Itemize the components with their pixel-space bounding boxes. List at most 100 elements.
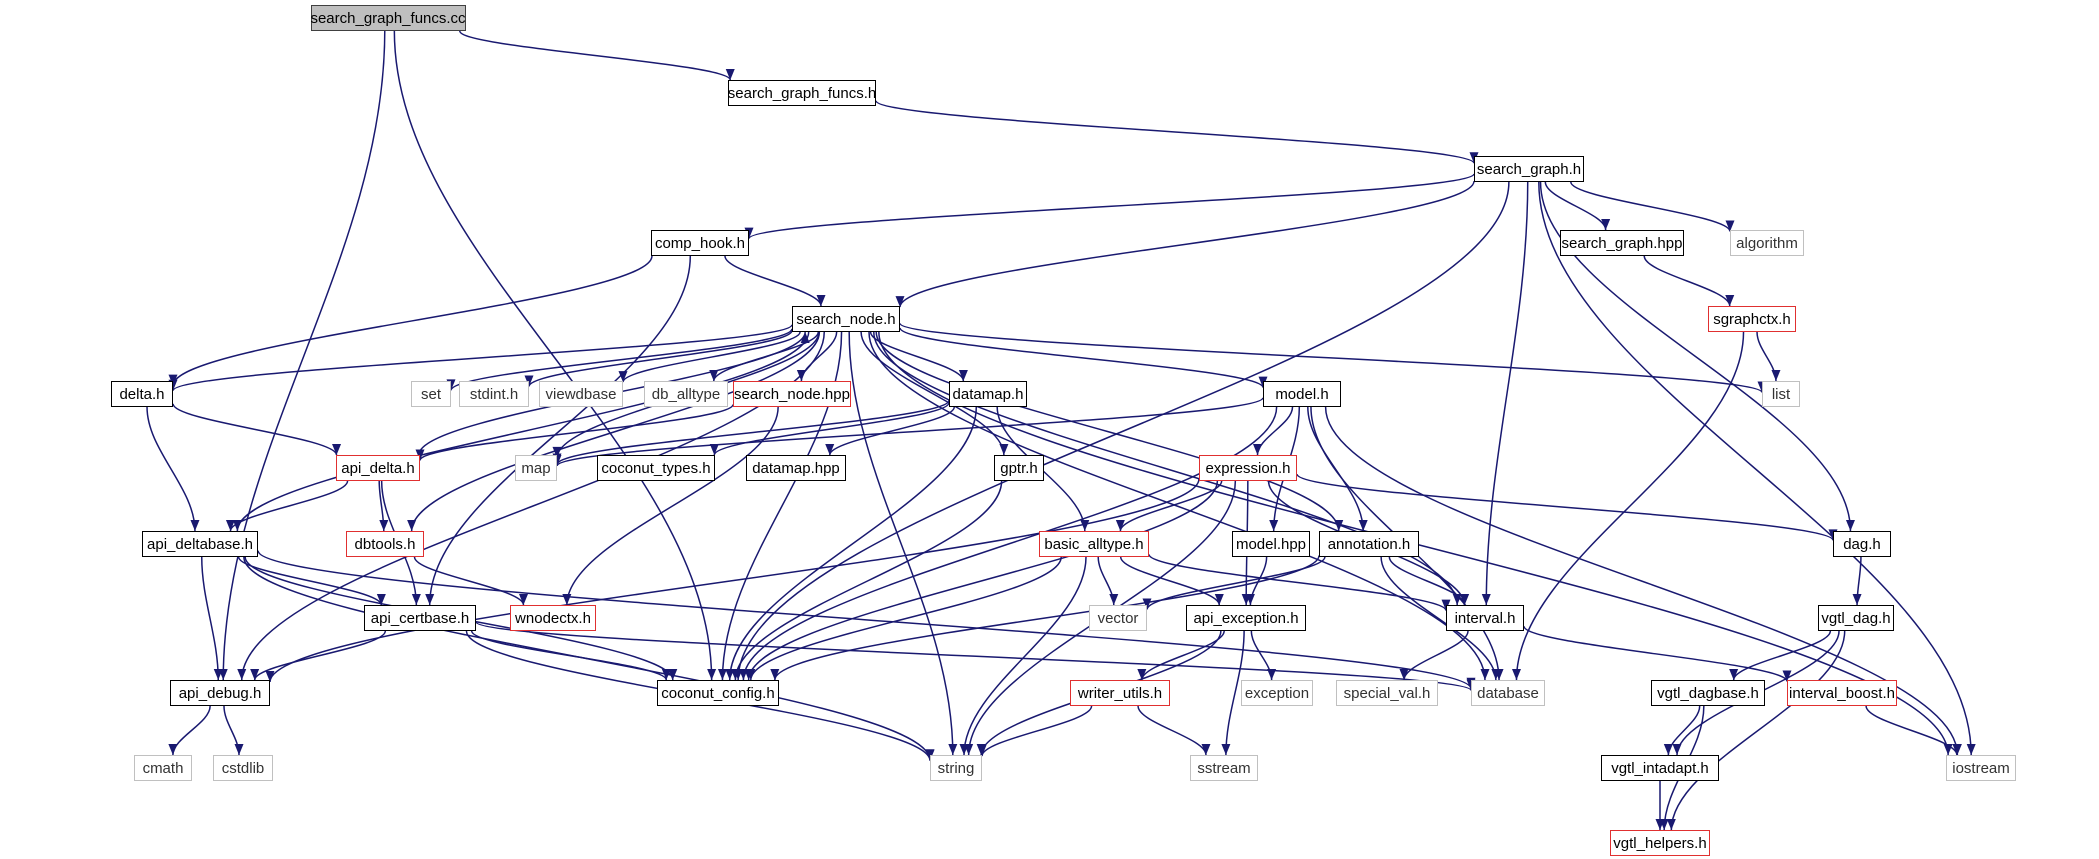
edge-expression-h-to-basic-alltype-h — [1119, 480, 1223, 532]
node-api-debug-h[interactable]: api_debug.h — [170, 680, 270, 706]
edge-arrowhead — [1252, 444, 1262, 455]
edge-arrowhead — [237, 669, 247, 680]
edge-search-graph-h-to-search-graph-hpp — [1544, 181, 1607, 231]
node-model-hpp[interactable]: model.hpp — [1232, 531, 1310, 557]
node-delta-h[interactable]: delta.h — [111, 381, 173, 407]
node-search-node-hpp[interactable]: search_node.hpp — [733, 381, 851, 407]
edge-comp-hook-h-to-search-node-h — [724, 255, 822, 307]
edge-arrowhead — [407, 520, 417, 531]
node-search-node-h[interactable]: search_node.h — [792, 306, 900, 332]
node-sstream: sstream — [1190, 755, 1258, 781]
edge-api-certbase-h-to-api-debug-h — [253, 630, 387, 681]
node-api-deltabase-h[interactable]: api_deltabase.h — [142, 531, 258, 557]
edge-search-node-h-to-api-deltabase-h — [236, 331, 810, 532]
edge-writer-utils-h-to-string — [981, 705, 1093, 757]
edge-arrowhead — [1511, 669, 1521, 680]
node-exception: exception — [1241, 680, 1313, 706]
node-datamap-hpp[interactable]: datamap.hpp — [746, 455, 846, 481]
node-set: set — [411, 381, 451, 407]
edge-api-exception-h-to-exception — [1250, 630, 1273, 681]
node-interval-h[interactable]: interval.h — [1446, 605, 1524, 631]
edge-delta-h-to-api-deltabase-h — [146, 406, 196, 532]
node-api-certbase-h[interactable]: api_certbase.h — [364, 605, 476, 631]
edge-search-node-h-to-datamap-h — [869, 331, 965, 382]
node-api-delta-h[interactable]: api_delta.h — [336, 455, 420, 481]
node-search-graph-funcs-h[interactable]: search_graph_funcs.h — [728, 80, 876, 106]
edge-arrowhead — [168, 744, 178, 755]
edge-datamap-h-to-coconut-config-h — [728, 406, 978, 681]
edge-arrowhead — [1358, 520, 1368, 531]
edge-arrowhead — [1269, 520, 1279, 531]
edge-arrowhead — [1115, 520, 1125, 531]
node-list: list — [1762, 381, 1800, 407]
edge-vgtl-dagbase-h-to-vgtl-intadapt-h — [1667, 705, 1701, 756]
edge-gptr-h-to-coconut-config-h — [734, 480, 1003, 681]
edge-expression-h-to-dag-h — [1296, 473, 1834, 542]
edge-arrowhead — [1845, 520, 1855, 531]
edge-annotation-h-to-database — [1380, 556, 1497, 681]
edge-search-graph-funcs-cc-to-coconut-config-h — [393, 30, 713, 681]
edge-comp-hook-h-to-api-certbase-h — [428, 255, 692, 606]
edge-search-node-hpp-to-wnodectx-h — [566, 406, 779, 606]
edge-arrowhead — [1782, 670, 1792, 682]
edge-search-graph-funcs-h-to-search-graph-h — [875, 100, 1475, 164]
node-database: database — [1471, 680, 1545, 706]
node-vgtl-helpers-h[interactable]: vgtl_helpers.h — [1610, 830, 1710, 856]
edge-arrowhead — [618, 371, 628, 383]
edge-arrowhead — [717, 669, 727, 680]
edge-arrowhead — [379, 520, 389, 531]
node-map: map — [515, 455, 557, 481]
node-annotation-h[interactable]: annotation.h — [1319, 531, 1419, 557]
edge-interval-h-to-interval-boost-h — [1523, 625, 1788, 682]
edge-search-graph-h-to-comp-hook-h — [748, 173, 1475, 240]
edge-api-delta-h-to-api-deltabase-h — [229, 480, 349, 532]
edge-comp-hook-h-to-delta-h — [172, 255, 653, 386]
node-search-graph-hpp[interactable]: search_graph.hpp — [1560, 230, 1684, 256]
node-writer-utils-h[interactable]: writer_utils.h — [1070, 680, 1170, 706]
node-coconut-config-h[interactable]: coconut_config.h — [657, 680, 779, 706]
edge-arrowhead — [1399, 669, 1409, 680]
node-viewdbase: viewdbase — [539, 381, 623, 407]
node-gptr-h[interactable]: gptr.h — [994, 455, 1044, 481]
edge-arrowhead — [1672, 744, 1682, 755]
edge-arrowhead — [1491, 669, 1501, 680]
edge-api-deltabase-h-to-database — [257, 550, 1472, 690]
edge-api-debug-h-to-cmath — [172, 705, 211, 756]
node-string: string — [930, 755, 982, 781]
edge-search-node-h-to-coconut-config-h — [721, 331, 843, 681]
edge-arrowhead — [213, 669, 223, 680]
edge-arrowhead — [1852, 594, 1862, 605]
node-basic-alltype-h[interactable]: basic_alltype.h — [1039, 531, 1149, 557]
node-dbtools-h[interactable]: dbtools.h — [346, 531, 424, 557]
edge-search-node-h-to-list — [899, 322, 1763, 394]
node-datamap-h[interactable]: datamap.h — [949, 381, 1027, 407]
node-db-alltype: db_alltype — [644, 381, 728, 407]
node-wnodectx-h[interactable]: wnodectx.h — [510, 605, 596, 631]
node-model-h[interactable]: model.h — [1263, 381, 1341, 407]
edge-annotation-h-to-vector — [1146, 556, 1326, 610]
node-sgraphctx-h[interactable]: sgraphctx.h — [1708, 306, 1796, 332]
node-api-exception-h[interactable]: api_exception.h — [1186, 605, 1306, 631]
node-coconut-types-h[interactable]: coconut_types.h — [597, 455, 715, 481]
edge-arrowhead — [707, 669, 717, 680]
node-vgtl-dagbase-h[interactable]: vgtl_dagbase.h — [1651, 680, 1765, 706]
node-dag-h[interactable]: dag.h — [1833, 531, 1891, 557]
edge-vgtl-dag-h-to-vgtl-dagbase-h — [1732, 630, 1832, 681]
node-search-graph-funcs-cc[interactable]: search_graph_funcs.cc — [310, 5, 466, 31]
node-vgtl-dag-h[interactable]: vgtl_dag.h — [1818, 605, 1894, 631]
edge-search-graph-h-to-search-node-h — [899, 180, 1475, 308]
node-comp-hook-h[interactable]: comp_hook.h — [651, 230, 749, 256]
edge-arrowhead — [800, 332, 810, 343]
edge-arrowhead — [1267, 669, 1277, 680]
edge-search-node-h-to-interval-h — [873, 331, 1458, 606]
edge-model-h-to-map — [556, 397, 1264, 467]
node-search-graph-h[interactable]: search_graph.h — [1474, 156, 1584, 182]
edge-search-graph-h-to-dag-h — [1539, 181, 1852, 532]
node-vgtl-intadapt-h[interactable]: vgtl_intadapt.h — [1601, 755, 1719, 781]
node-expression-h[interactable]: expression.h — [1199, 455, 1297, 481]
edge-arrowhead — [225, 520, 235, 531]
node-interval-boost-h[interactable]: interval_boost.h — [1787, 680, 1897, 706]
edge-search-graph-funcs-cc-to-api-debug-h — [222, 30, 386, 681]
edge-search-node-h-to-delta-h — [172, 324, 793, 392]
